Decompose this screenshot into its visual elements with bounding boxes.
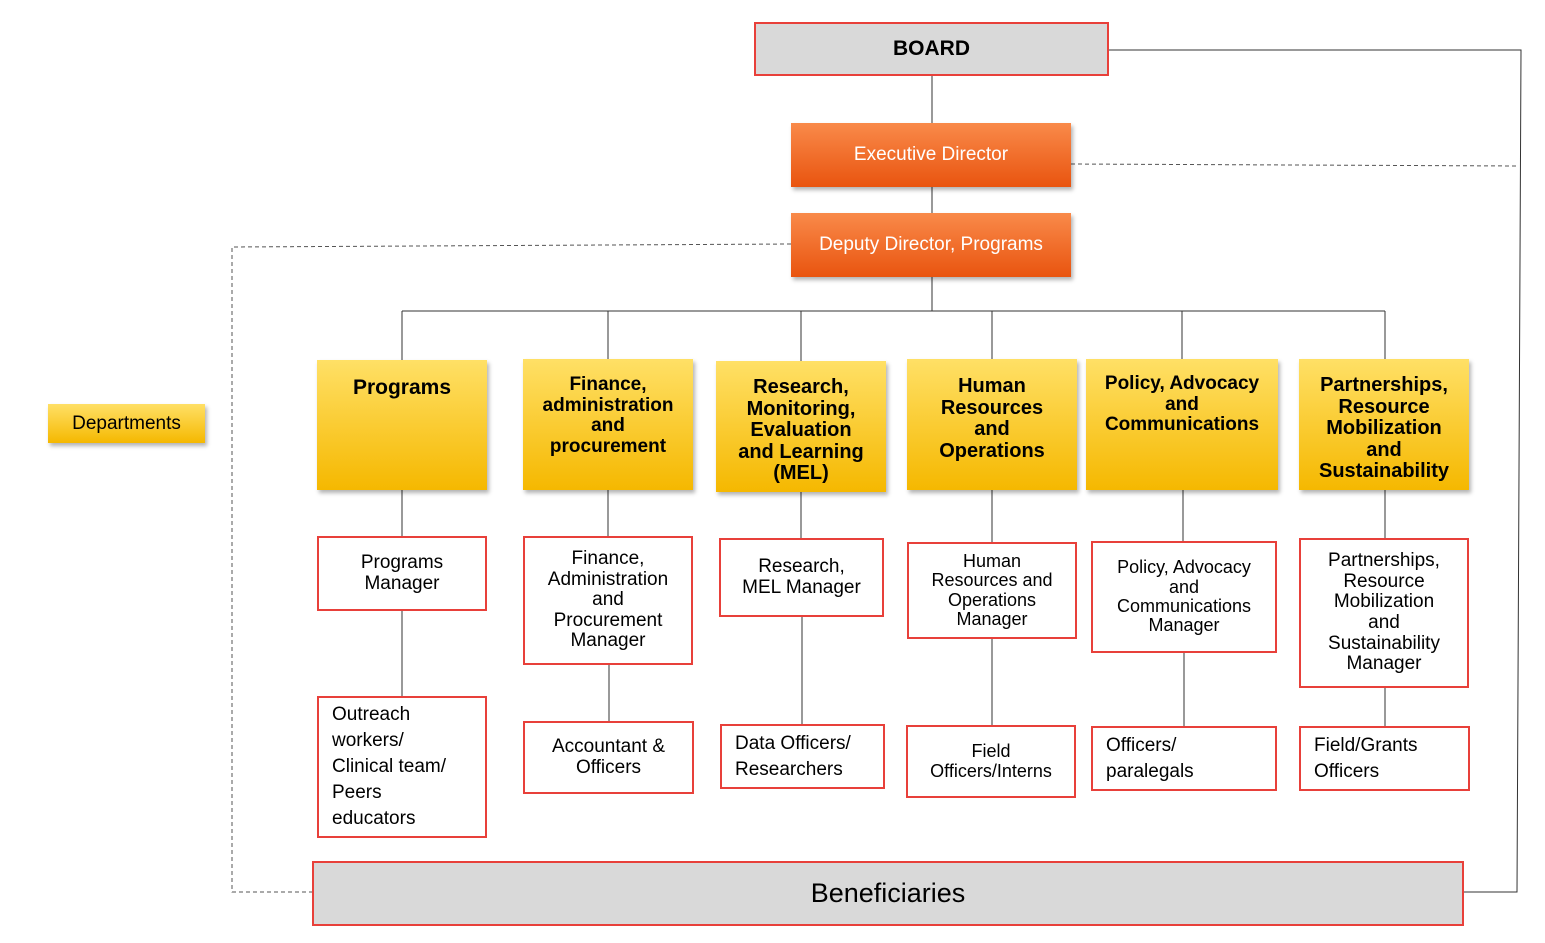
staff-title: Officers/ paralegals — [1106, 734, 1194, 782]
manager-research-mel: Research, MEL Manager — [719, 538, 884, 617]
deputy-to-beneficiaries-dashed-line — [231, 243, 792, 893]
staff-title: Data Officers/ Researchers — [735, 732, 851, 780]
departments-legend-label: Departments — [72, 412, 181, 434]
board-to-beneficiaries-line — [1109, 49, 1522, 893]
staff-programs: Outreach workers/ Clinical team/ Peers e… — [317, 696, 487, 838]
executive-director-label: Executive Director — [853, 144, 1009, 165]
manager-title: Finance, Administration and Procurement … — [547, 548, 669, 652]
staff-policy-advocacy: Officers/ paralegals — [1091, 726, 1277, 791]
department-name: Policy, Advocacy and Communications — [1104, 373, 1260, 436]
staff-title: Field Officers/Interns — [930, 741, 1052, 781]
department-programs: Programs — [317, 360, 487, 490]
department-name: Programs — [352, 376, 452, 399]
manager-title: Human Resources and Operations Manager — [931, 550, 1053, 629]
staff-human-resources: Field Officers/Interns — [906, 725, 1076, 798]
staff-finance: Accountant & Officers — [523, 721, 694, 794]
executive-to-right-dashed-line — [1070, 163, 1518, 167]
deputy-director-label: Deputy Director, Programs — [819, 234, 1043, 255]
manager-partnerships: Partnerships, Resource Mobilization and … — [1299, 538, 1469, 688]
departments-legend: Departments — [48, 404, 205, 443]
manager-finance: Finance, Administration and Procurement … — [523, 536, 693, 665]
manager-policy-advocacy: Policy, Advocacy and Communications Mana… — [1091, 541, 1277, 653]
department-name: Human Resources and Operations — [939, 375, 1045, 462]
manager-title: Partnerships, Resource Mobilization and … — [1328, 550, 1440, 675]
manager-title: Policy, Advocacy and Communications Mana… — [1116, 557, 1252, 636]
department-policy-advocacy: Policy, Advocacy and Communications — [1086, 359, 1278, 490]
staff-title: Accountant & Officers — [551, 735, 666, 778]
staff-title: Outreach workers/ Clinical team/ Peers e… — [332, 704, 447, 829]
department-partnerships: Partnerships, Resource Mobilization and … — [1299, 359, 1469, 490]
manager-title: Programs Manager — [360, 551, 444, 594]
beneficiaries-label: Beneficiaries — [810, 878, 966, 908]
department-name: Research, Monitoring, Evaluation and Lea… — [738, 376, 864, 485]
department-finance: Finance, administration and procurement — [523, 359, 693, 490]
manager-title: Research, MEL Manager — [742, 555, 861, 598]
staff-title: Field/Grants Officers — [1314, 734, 1418, 782]
manager-programs: Programs Manager — [317, 536, 487, 611]
deputy-director-box: Deputy Director, Programs — [791, 213, 1071, 277]
department-human-resources: Human Resources and Operations — [907, 359, 1077, 490]
beneficiaries-box: Beneficiaries — [312, 861, 1464, 926]
manager-human-resources: Human Resources and Operations Manager — [907, 542, 1077, 639]
executive-director-box: Executive Director — [791, 123, 1071, 187]
staff-partnerships: Field/Grants Officers — [1299, 726, 1470, 791]
department-name: Partnerships, Resource Mobilization and … — [1318, 374, 1450, 483]
department-research-mel: Research, Monitoring, Evaluation and Lea… — [716, 361, 886, 492]
department-name: Finance, administration and procurement — [542, 374, 674, 457]
staff-research-mel: Data Officers/ Researchers — [720, 724, 885, 789]
board-label: BOARD — [893, 37, 970, 60]
board-box: BOARD — [754, 22, 1109, 76]
